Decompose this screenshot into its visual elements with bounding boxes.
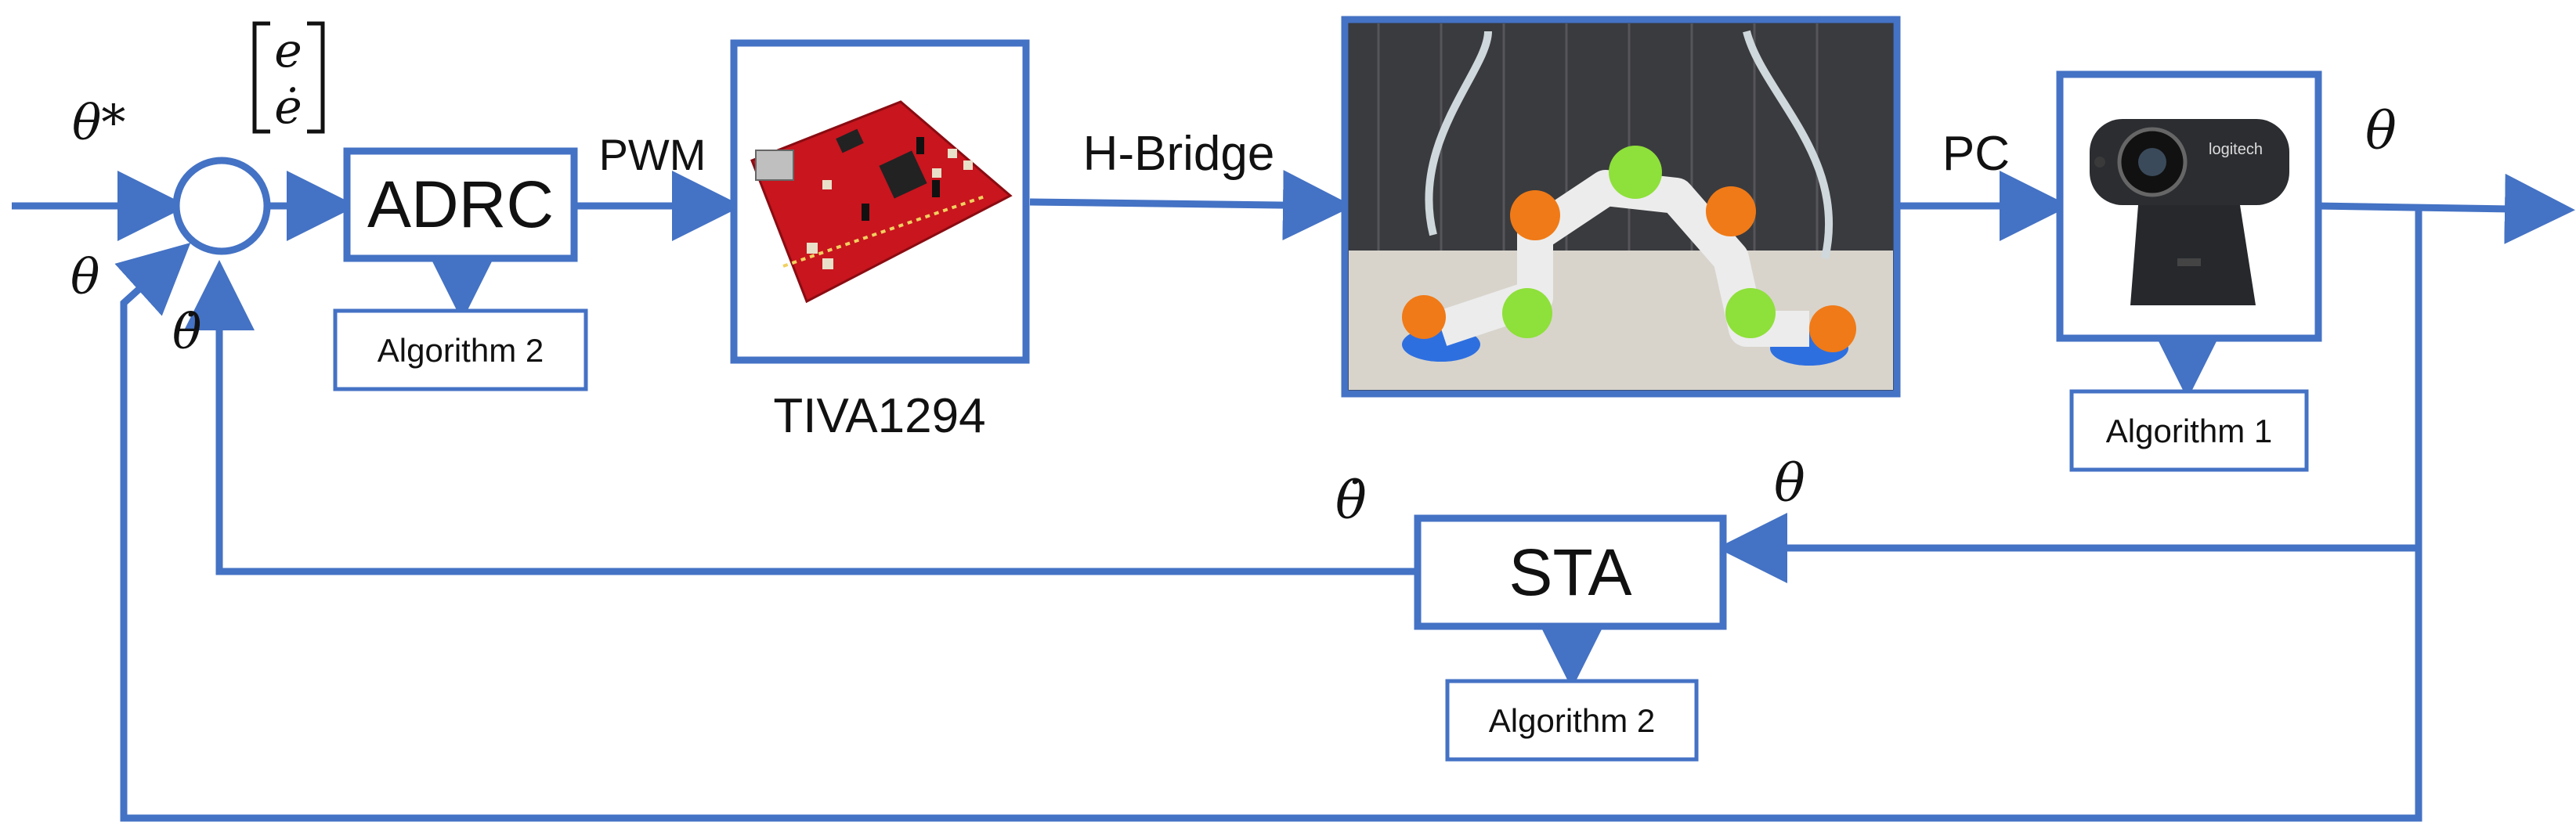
- output-arrow: [2316, 173, 2575, 244]
- sta-block: [1414, 514, 1727, 630]
- adrc-label: ADRC: [367, 168, 554, 241]
- h-bridge-label: H-Bridge: [1083, 127, 1275, 181]
- h-bridge-arrow: [1029, 170, 1353, 241]
- error-e-dot: ė: [274, 80, 302, 135]
- algorithm-2-label-sta: Algorithm 2: [1489, 702, 1655, 739]
- theta-outer-feedback-path: [114, 242, 2422, 822]
- tiva-caption: TIVA1294: [773, 389, 985, 443]
- adrc-block: [343, 147, 578, 262]
- algorithm-2-box-sta: [1445, 679, 1699, 762]
- theta-feedback-label: θ: [1774, 453, 1805, 514]
- theta-dot-label-left: θ̇: [172, 303, 201, 360]
- algorithm-1-box: [2069, 389, 2309, 472]
- algorithm-1-label: Algorithm 1: [2106, 413, 2272, 449]
- pc-label: PC: [1942, 127, 2010, 181]
- error-e: e: [274, 23, 302, 78]
- summing-junction: [172, 157, 271, 255]
- pwm-label: PWM: [599, 130, 706, 179]
- theta-dot-feedback-path: [184, 260, 1418, 575]
- svg-text:logitech: logitech: [2209, 141, 2263, 158]
- theta-star-label: θ*: [72, 94, 125, 151]
- algorithm-2-label-adrc: Algorithm 2: [378, 332, 544, 369]
- webcam-image: logitech: [2090, 119, 2289, 305]
- theta-dot-feedback-label: θ̇: [1335, 470, 1367, 531]
- robot-image: [1349, 23, 1893, 390]
- theta-output-label: θ: [2365, 101, 2397, 161]
- error-vector: e ė: [252, 21, 325, 135]
- sta-label: STA: [1508, 535, 1631, 609]
- algorithm-2-box-adrc: [333, 308, 588, 391]
- board-image: [750, 100, 1013, 304]
- theta-feedback-label-left: θ: [70, 248, 99, 305]
